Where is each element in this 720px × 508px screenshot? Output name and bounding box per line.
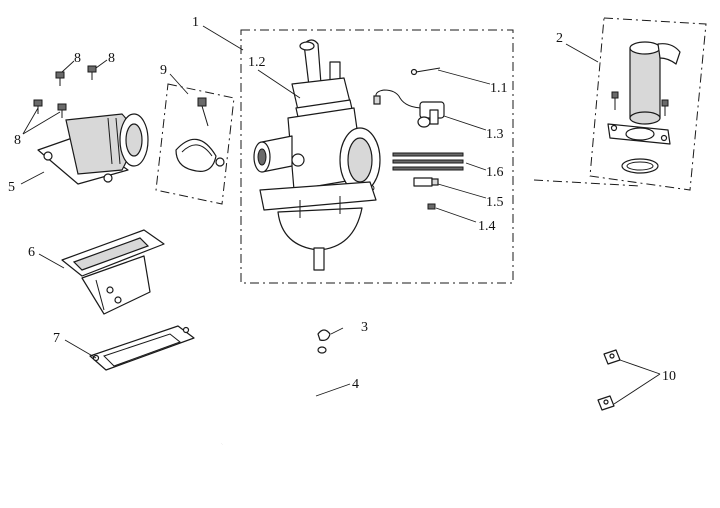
label-1-5: 1.5	[486, 195, 504, 210]
label-5: 5	[8, 180, 15, 195]
hose-clip	[317, 329, 331, 341]
reed-valve	[61, 229, 165, 315]
label-8-b: 8	[108, 51, 115, 66]
label-2: 2	[556, 31, 563, 46]
label-1-4: 1.4	[478, 219, 496, 234]
part-1-5-jet	[413, 177, 439, 187]
air-intake-gasket	[607, 123, 671, 145]
air-intake-bolts	[611, 91, 669, 116]
label-10: 10	[662, 369, 676, 384]
label-3: 3	[361, 320, 368, 335]
air-intake-o-ring	[621, 158, 659, 174]
label-1-3: 1.3	[486, 127, 504, 142]
clamp-screw	[197, 97, 209, 127]
intake-manifold	[37, 113, 149, 185]
label-1-6: 1.6	[486, 165, 504, 180]
label-1: 1	[192, 15, 199, 30]
carburetor	[253, 39, 381, 271]
air-intake-group-box	[589, 17, 707, 191]
hose-clamp	[175, 138, 225, 172]
part-1-3-choke-starter	[373, 89, 445, 128]
screws-8	[33, 65, 97, 118]
clamp-group-box	[155, 83, 235, 205]
label-7: 7	[53, 331, 60, 346]
air-intake-tube	[629, 41, 681, 125]
label-6: 6	[28, 245, 35, 260]
part-1-1-screw	[410, 67, 441, 76]
label-1-2: 1.2	[248, 55, 266, 70]
small-clips	[597, 349, 621, 411]
callout-labels: 1 1.2 1.1 1.3 1.6 1.5 1.4 2 3 4 5 6 7 8 …	[8, 15, 676, 392]
leader-lines	[20, 25, 661, 405]
carburetor-group-box	[240, 29, 514, 284]
label-8-c: 8	[14, 133, 21, 148]
label-4: 4	[352, 377, 359, 392]
label-1-1: 1.1	[490, 81, 508, 96]
fuel-hose	[219, 346, 327, 447]
gasket	[89, 325, 195, 371]
label-9: 9	[160, 63, 167, 78]
part-1-6-jet-set	[392, 152, 464, 171]
label-8-a: 8	[74, 51, 81, 66]
part-1-4-small-screw	[427, 203, 436, 210]
